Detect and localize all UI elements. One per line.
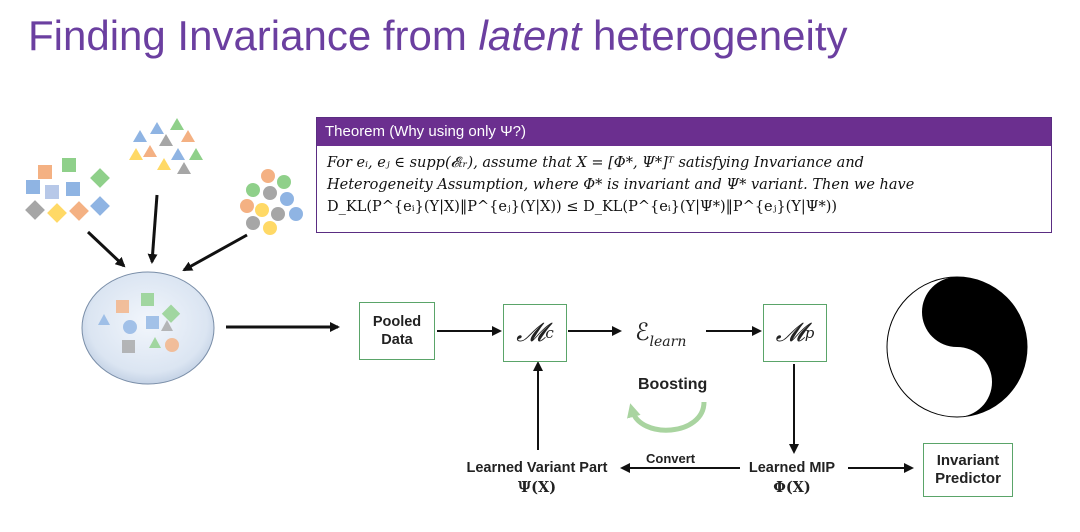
e-learn-subscript: learn [649, 334, 687, 350]
title-emphasis: latent [478, 12, 582, 59]
theorem-line-2: Heterogeneity Assumption, where Φ* is in… [327, 177, 915, 193]
mc-symbol: 𝓜 [516, 317, 546, 348]
learned-variant-line-2: Ψ(X) [517, 479, 557, 496]
triangles-cluster [129, 118, 203, 174]
learned-variant-line-1: Learned Variant Part [466, 460, 608, 476]
yin-yang-icon [886, 276, 1028, 418]
pooled-data-label-2: Data [381, 332, 413, 348]
slide-title: Finding Invariance from latent heterogen… [28, 6, 1068, 66]
pooled-bubble [81, 271, 215, 385]
mc-subscript: c [545, 324, 554, 342]
convert-label: Convert [646, 451, 696, 466]
mp-subscript: p [804, 324, 815, 342]
circles-cluster [240, 169, 303, 235]
theorem-line-3: D_KL(P^{eᵢ}(Y|X)‖P^{eⱼ}(Y|X)) ≤ D_KL(P^{… [327, 199, 838, 215]
squares-cluster [25, 158, 110, 223]
invariant-predictor-line-1: Invariant [936, 452, 1000, 469]
boosting-arrow [627, 401, 707, 433]
pooled-data-label-1: Pooled [372, 314, 422, 330]
e-learn-label: ℰlearn [635, 318, 686, 350]
title-text-end: heterogeneity [581, 12, 848, 59]
theorem-header: Theorem (Why using only Ψ?) [317, 118, 1051, 146]
title-text: Finding Invariance from [28, 12, 479, 59]
e-learn-symbol: ℰ [635, 318, 650, 346]
theorem-line-1: For eᵢ, eⱼ ∈ supp(𝓔ₜᵣ), assume that X = … [327, 155, 864, 171]
learned-mip-line-2: Φ(X) [773, 479, 811, 496]
theorem-box: Theorem (Why using only Ψ?) For eᵢ, eⱼ ∈… [316, 117, 1052, 233]
boosting-label: Boosting [638, 376, 708, 393]
theorem-body: For eᵢ, eⱼ ∈ supp(𝓔ₜᵣ), assume that X = … [317, 146, 1051, 218]
invariant-predictor-line-2: Predictor [935, 470, 1001, 487]
learned-mip-line-1: Learned MIP [748, 460, 836, 476]
mp-symbol: 𝓜 [775, 317, 805, 348]
learned-variant-label: Learned Variant Part Ψ(X) [452, 459, 622, 497]
learned-mip-label: Learned MIP Φ(X) [736, 459, 848, 497]
